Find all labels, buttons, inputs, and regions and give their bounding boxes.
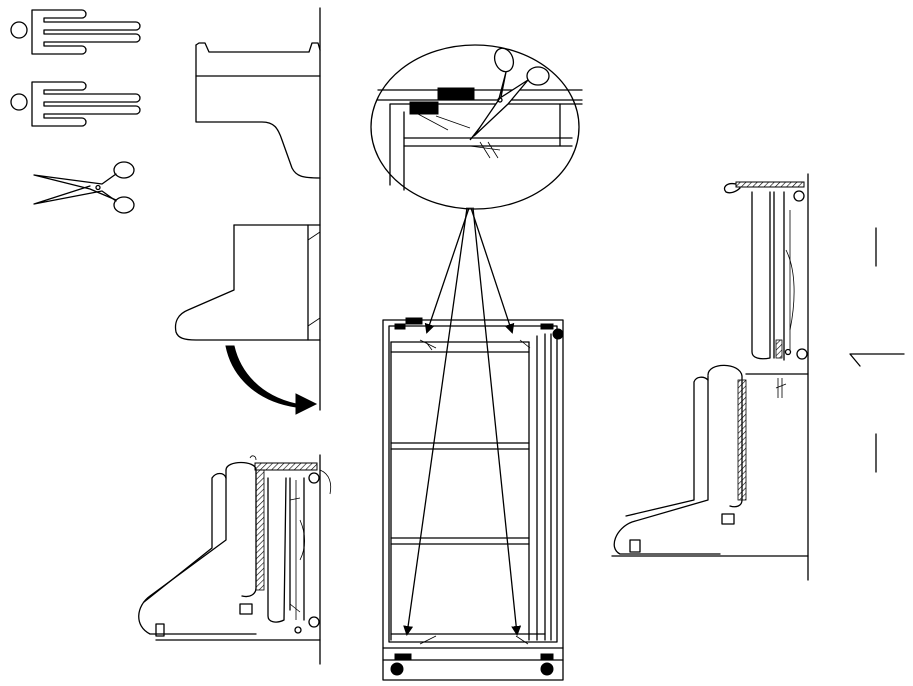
cabinet-drawer-step-2 <box>174 224 321 341</box>
cabinet-side-view-right <box>611 173 809 581</box>
rotate-arrow-icon <box>225 345 318 415</box>
scissors-icon <box>469 47 550 141</box>
cabinet-top-step-1 <box>195 7 321 411</box>
detail-magnifier <box>370 44 583 210</box>
cabinet-front-view <box>382 317 564 681</box>
placement-marks <box>849 227 905 473</box>
scissors-icon <box>33 161 135 214</box>
pointer-arrows <box>403 207 522 636</box>
cabinet-side-view-left <box>138 454 332 665</box>
two-person-icon <box>10 81 141 127</box>
two-person-icon <box>10 9 141 55</box>
